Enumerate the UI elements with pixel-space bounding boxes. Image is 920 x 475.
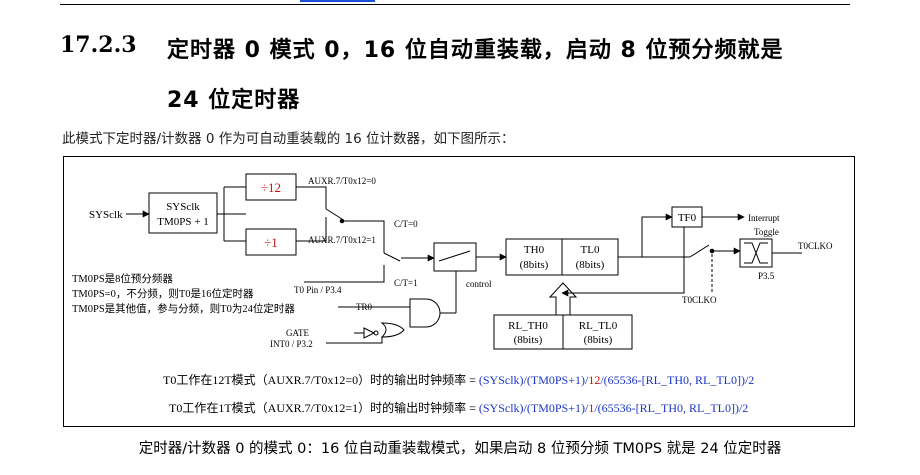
interrupt-label: Interrupt <box>748 213 780 223</box>
top-rule <box>60 4 850 5</box>
note-1: TM0PS是8位预分频器 <box>72 272 173 285</box>
tl0-label: TL0 <box>581 244 600 256</box>
rltl0-bits: (8bits) <box>584 334 613 346</box>
tr0-label: TR0 <box>356 302 373 312</box>
control-label: control <box>466 279 492 289</box>
prescaler-label-2: TM0PS + 1 <box>157 216 208 228</box>
div12-label: ÷12 <box>261 180 281 195</box>
div1-out-wire <box>296 217 327 242</box>
formula-1t: T0工作在1T模式（AUXR.7/T0x12=1）时的输出时钟频率 = (SYS… <box>169 400 748 415</box>
ct0-label: C/T=0 <box>394 219 418 229</box>
prescaler-label-1: SYSclk <box>166 201 200 213</box>
t0clko-switch-label: T0CLKO <box>682 295 717 305</box>
toggle-label: Toggle <box>754 227 779 237</box>
p35-label: P3.5 <box>758 271 775 281</box>
or-gate <box>380 322 405 338</box>
section-title-line2: 24 位定时器 <box>167 88 301 113</box>
figure-caption: 定时器/计数器 0 的模式 0：16 位自动重装载模式，如果启动 8 位预分频 … <box>138 441 782 457</box>
ct1-label: C/T=1 <box>394 278 418 288</box>
note-3: TM0PS是其他值，参与分频，则T0为24位定时器 <box>72 302 295 315</box>
rlth0-bits: (8bits) <box>514 334 543 346</box>
auxr1-label: AUXR.7/T0x12=1 <box>308 235 376 245</box>
div12-out-wire <box>296 186 327 209</box>
and-gate <box>409 298 441 328</box>
tf0-label: TF0 <box>678 212 697 224</box>
sysclk-prescaler-box <box>148 192 218 234</box>
t0clko-switch <box>689 244 710 258</box>
t0x12-switch <box>325 208 343 220</box>
reload-feedback <box>561 227 685 297</box>
control-switch-box <box>433 242 477 272</box>
section-title-line1: 定时器 0 模式 0，16 位自动重装载，启动 8 位预分频就是 <box>167 38 784 63</box>
ct0-wire <box>343 220 385 253</box>
note-2: TM0PS=0，不分频，则T0是16位定时器 <box>72 287 254 300</box>
timer0-mode0-diagram: SYSclk SYSclk TM0PS + 1 ÷12 ÷1 AUXR.7/T0… <box>63 156 855 427</box>
toggle-icon <box>744 242 768 264</box>
auxr0-label: AUXR.7/T0x12=0 <box>308 176 376 186</box>
div1-label: ÷1 <box>264 235 278 250</box>
gate-label: GATE <box>286 328 309 338</box>
div1-box <box>245 228 297 256</box>
top-link-underline[interactable] <box>300 0 375 2</box>
formula-12t: T0工作在12T模式（AUXR.7/T0x12=0）时的输出时钟频率 = (SY… <box>163 372 754 387</box>
th0-bits: (8bits) <box>520 259 549 271</box>
intro-paragraph: 此模式下定时器/计数器 0 作为可自动重装载的 16 位计数器，如下图所示： <box>62 131 515 147</box>
tl0-bits: (8bits) <box>576 259 605 271</box>
ct-switch <box>383 252 401 262</box>
th0-label: TH0 <box>524 244 545 256</box>
rltl0-label: RL_TL0 <box>579 320 618 332</box>
diagram-svg: SYSclk SYSclk TM0PS + 1 ÷12 ÷1 AUXR.7/T0… <box>72 173 833 415</box>
t0clko-output-label: T0CLKO <box>798 241 833 251</box>
rlth0-label: RL_TH0 <box>508 320 548 332</box>
section-number: 17.2.3 <box>60 32 137 58</box>
int0-label: INT0 / P3.2 <box>270 339 313 349</box>
control-switch <box>438 250 471 262</box>
t0pin-label: T0 Pin / P3.4 <box>294 285 342 295</box>
inverter <box>363 327 376 339</box>
t0pin-wire <box>304 265 385 283</box>
reload-arrow <box>548 282 578 316</box>
sysclk-input-label: SYSclk <box>89 209 123 221</box>
